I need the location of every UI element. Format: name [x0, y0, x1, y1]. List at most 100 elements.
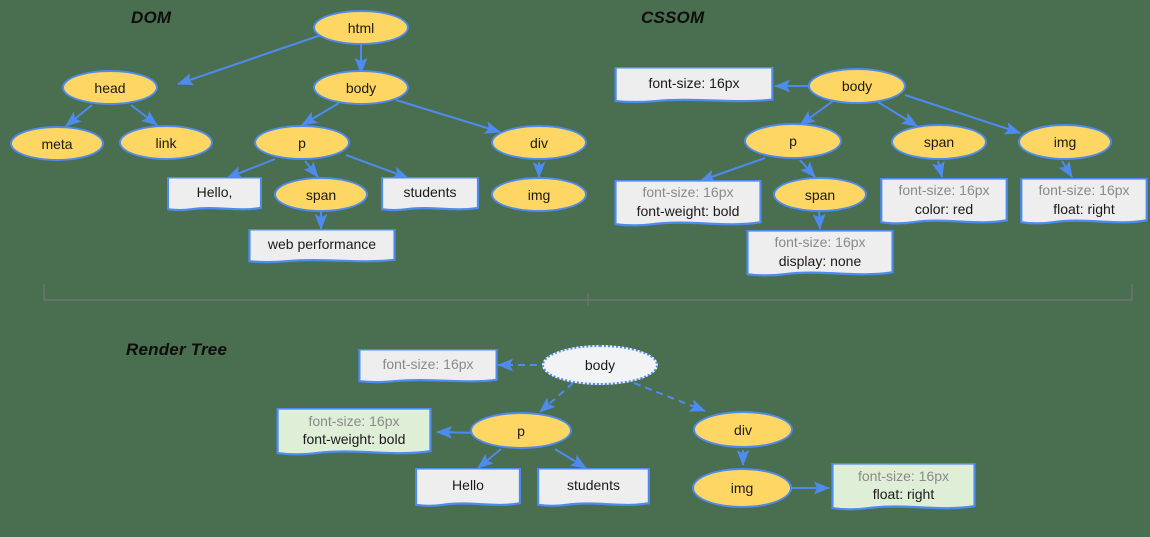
dom-node-div[interactable]: div: [491, 125, 587, 160]
rule-text: font-size: 16px float: right: [1038, 181, 1129, 223]
cssom-rule-span-nested[interactable]: font-size: 16px display: none: [746, 230, 894, 278]
node-label: body: [345, 79, 377, 96]
cssom-rule-p[interactable]: font-size: 16px font-weight: bold: [614, 180, 762, 228]
dom-node-meta[interactable]: meta: [10, 126, 104, 161]
edge-html-head: [177, 32, 328, 86]
edge-p-span: [303, 160, 319, 178]
node-label: span: [923, 134, 955, 150]
node-label: img: [1053, 134, 1077, 150]
dom-node-p[interactable]: p: [254, 125, 350, 160]
render-rule-img[interactable]: font-size: 16px float: right: [831, 463, 976, 512]
doc-shape: [831, 463, 976, 512]
node-label: p: [789, 133, 797, 149]
dom-text-web-performance[interactable]: web performance: [248, 229, 396, 264]
dom-text-hello[interactable]: Hello,: [167, 177, 262, 212]
rule-line: font-size: 16px: [308, 412, 400, 429]
node-label: img: [730, 480, 754, 496]
doc-shape: [381, 177, 479, 212]
render-node-body[interactable]: body: [542, 345, 658, 385]
doc-shape: [746, 230, 894, 278]
edge-tbody-tp: [539, 382, 574, 413]
edge-body-div: [395, 99, 501, 134]
dom-node-link[interactable]: link: [119, 125, 213, 160]
rule-line: font-size: 16px: [1038, 182, 1130, 199]
cssom-node-span-nested[interactable]: span: [773, 177, 867, 212]
render-text-students[interactable]: students: [537, 468, 650, 508]
cssom-rule-span[interactable]: font-size: 16px color: red: [880, 178, 1008, 226]
doc-shape: [537, 468, 650, 508]
node-label: div: [530, 134, 548, 151]
rule-text: font-size: 16px: [382, 355, 473, 378]
rule-line: font-size: 16px: [857, 467, 950, 484]
render-node-p[interactable]: p: [470, 412, 572, 449]
render-rule-p[interactable]: font-size: 16px font-weight: bold: [276, 408, 432, 457]
rule-text: font-size: 16px font-weight: bold: [303, 412, 406, 454]
cssom-node-span[interactable]: span: [891, 124, 987, 160]
render-text-hello[interactable]: Hello: [415, 468, 521, 508]
text-node-label: Hello: [452, 477, 484, 494]
rule-line: font-weight: bold: [302, 431, 406, 447]
edge-cbody-cspan: [877, 101, 918, 127]
section-title-dom: DOM: [131, 8, 172, 27]
doc-shape: [415, 468, 521, 508]
section-divider: [43, 284, 1133, 306]
rule-line: font-weight: bold: [636, 202, 740, 219]
text-node-label: web performance: [267, 235, 377, 252]
render-node-img[interactable]: img: [692, 468, 792, 508]
cssom-rule-img[interactable]: font-size: 16px float: right: [1020, 178, 1148, 226]
edge-tbody-tdiv: [633, 382, 706, 412]
dom-node-body[interactable]: body: [313, 70, 409, 105]
edge-head-meta: [65, 104, 93, 127]
dom-node-html[interactable]: html: [313, 10, 409, 45]
dom-text-students[interactable]: students: [381, 177, 479, 212]
rule-line: color: red: [914, 200, 974, 217]
text-node-label: students: [403, 183, 457, 200]
rule-text: font-size: 16px color: red: [898, 181, 989, 223]
rule-line: font-size: 16px: [382, 355, 474, 372]
edge-head-link: [130, 104, 158, 126]
text-node-label: students: [567, 477, 620, 494]
rule-line: float: right: [1053, 200, 1115, 217]
rule-line: font-size: 16px: [642, 184, 734, 201]
rule-text: font-size: 16px display: none: [774, 233, 865, 275]
doc-shape: [167, 177, 262, 212]
doc-shape: [880, 178, 1008, 226]
rule-line: font-size: 16px: [774, 234, 866, 251]
rule-text: font-size: 16px: [648, 74, 739, 97]
doc-shape: [248, 229, 396, 264]
node-label: span: [804, 186, 836, 203]
edge-body-p: [301, 102, 340, 126]
node-label: div: [734, 421, 752, 438]
doc-shape: [358, 349, 498, 384]
dom-node-span[interactable]: span: [274, 177, 368, 212]
node-label: body: [584, 357, 616, 373]
section-title-cssom: CSSOM: [641, 8, 705, 27]
rule-line: font-size: 16px: [648, 74, 740, 91]
edge-p-hello: [226, 158, 276, 179]
node-label: img: [527, 186, 551, 203]
edge-tp-thello: [477, 448, 502, 469]
render-node-div[interactable]: div: [693, 411, 793, 448]
doc-shape: [614, 180, 762, 228]
dom-node-head[interactable]: head: [62, 70, 158, 105]
edge-cspan-rspan: [932, 160, 945, 178]
dom-node-img[interactable]: img: [491, 177, 587, 212]
node-label: body: [841, 78, 873, 94]
rule-line: font-size: 16px: [898, 182, 990, 199]
node-label: meta: [41, 135, 73, 152]
cssom-node-body[interactable]: body: [808, 68, 906, 104]
cssom-node-img[interactable]: img: [1018, 124, 1112, 160]
rule-line: float: right: [872, 486, 935, 502]
edge-cp-rp: [699, 157, 766, 183]
section-title-render-tree: Render Tree: [126, 340, 228, 359]
edge-p-students: [345, 154, 409, 179]
render-rule-body[interactable]: font-size: 16px: [358, 349, 498, 384]
cssom-rule-body[interactable]: font-size: 16px: [614, 67, 774, 104]
node-label: link: [155, 134, 177, 151]
node-label: span: [305, 186, 337, 203]
edge-cimg-rimg: [1058, 160, 1073, 178]
rule-line: display: none: [778, 252, 862, 269]
node-label: head: [94, 79, 126, 96]
cssom-node-p[interactable]: p: [744, 123, 842, 159]
